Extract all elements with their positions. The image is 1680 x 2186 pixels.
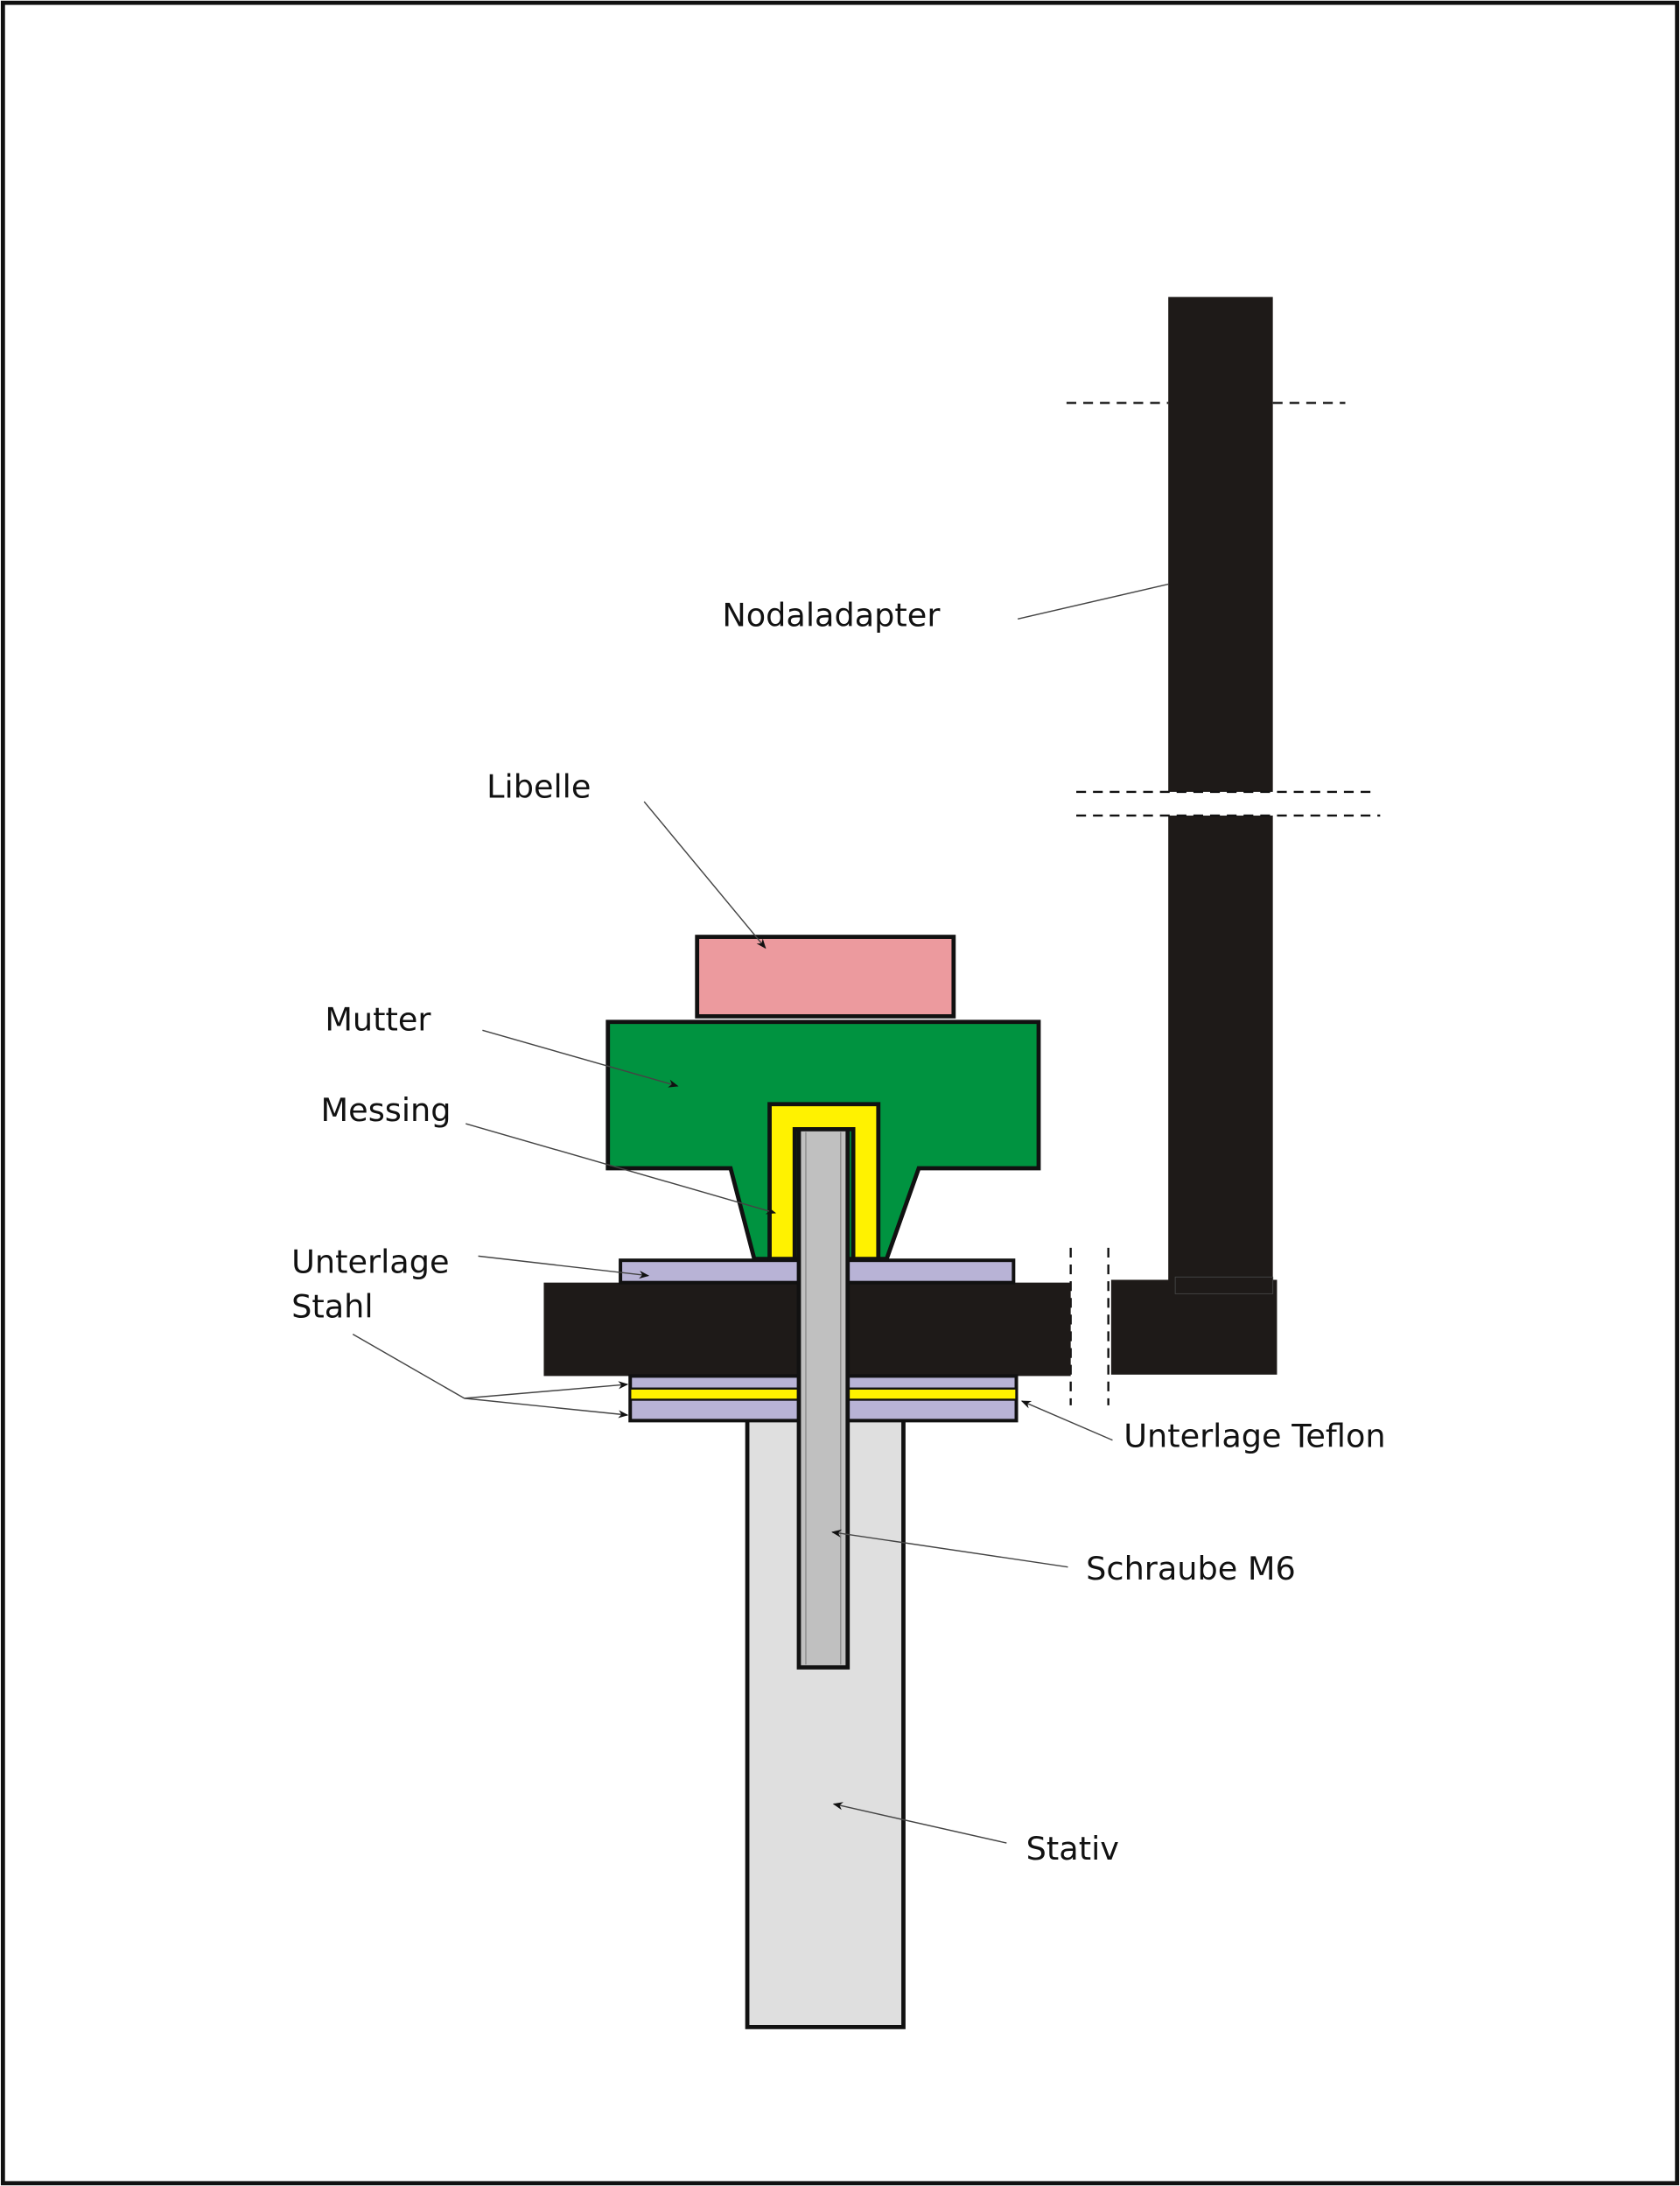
break-lines <box>1066 402 1381 1405</box>
schraube-part <box>796 1127 850 1670</box>
leader-nodaladapter <box>1017 583 1169 620</box>
leader-libelle <box>643 801 766 949</box>
label-unterlage-stahl-2: Stahl <box>291 1287 373 1325</box>
label-unterlage-teflon: Unterlage Teflon <box>1124 1418 1385 1455</box>
messing-part <box>767 1102 881 1261</box>
leader-stahl-a <box>464 1381 629 1399</box>
leader-unterlage-stahl <box>478 1255 650 1279</box>
label-schraube: Schraube M6 <box>1086 1550 1296 1587</box>
leader-stativ <box>832 1802 1007 1844</box>
libelle-part <box>695 935 956 1019</box>
label-nodaladapter: Nodaladapter <box>722 596 941 634</box>
leader-mutter <box>482 1029 679 1088</box>
nodaladapter-part <box>1110 297 1278 1375</box>
label-libelle: Libelle <box>486 767 591 805</box>
leader-schraube <box>831 1529 1068 1568</box>
label-stativ: Stativ <box>1026 1830 1119 1867</box>
leader-teflon <box>1020 1400 1113 1441</box>
label-mutter: Mutter <box>325 1000 431 1038</box>
label-messing: Messing <box>321 1091 452 1129</box>
leader-stahl <box>352 1333 466 1399</box>
leader-stahl-b <box>464 1398 629 1419</box>
label-unterlage-stahl-1: Unterlage <box>291 1244 449 1281</box>
leader-messing <box>466 1123 777 1215</box>
